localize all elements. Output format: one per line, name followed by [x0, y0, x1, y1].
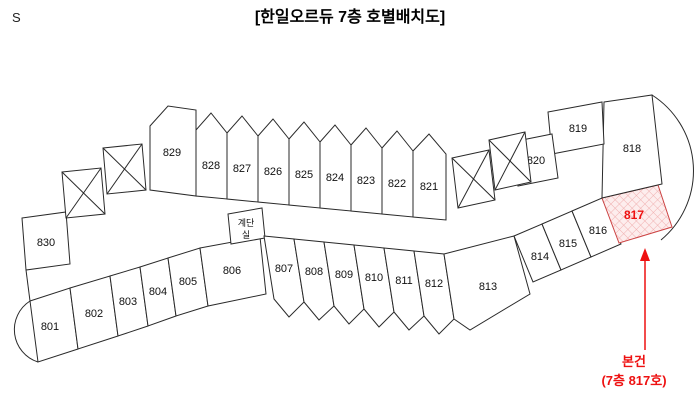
unit-804-label: 804 — [149, 286, 167, 298]
unit-825-label: 825 — [295, 169, 313, 181]
outer-wall-segment — [25, 269, 31, 302]
unit-815: 815 — [541, 210, 592, 271]
unit-822-label: 822 — [388, 178, 406, 190]
unit-822-shape — [381, 130, 414, 218]
unit-813: 813 — [443, 235, 531, 331]
compass-label: S — [12, 10, 21, 25]
stairwell-box: 계단 실 — [227, 207, 266, 245]
unit-802-label: 802 — [85, 308, 103, 320]
unit-828: 828 — [195, 112, 228, 200]
unit-827: 827 — [226, 115, 259, 203]
subject-annotation-title: 본건 — [622, 354, 646, 369]
unit-812-shape — [413, 250, 455, 335]
subject-annotation-subtitle: (7층 817호) — [601, 373, 666, 388]
unit-806: 806 — [199, 236, 267, 307]
unit-816-label: 816 — [589, 225, 607, 237]
unit-830: 830 — [21, 211, 71, 271]
unit-815-label: 815 — [559, 238, 577, 250]
stair-box-left-lower — [61, 167, 106, 219]
unit-802: 802 — [69, 275, 119, 350]
balcony-arc-left — [13, 300, 39, 363]
unit-805-label: 805 — [179, 276, 197, 288]
unit-801: 801 — [29, 287, 79, 363]
unit-829: 829 — [149, 105, 197, 197]
page-title: [한일오르듀 7층 호별배치도] — [255, 7, 445, 26]
unit-813-shape — [443, 235, 531, 331]
unit-805: 805 — [167, 247, 209, 317]
unit-810: 810 — [353, 244, 395, 328]
unit-814-label: 814 — [531, 251, 549, 263]
unit-808-label: 808 — [305, 266, 323, 278]
unit-803: 803 — [109, 266, 149, 337]
unit-826: 826 — [257, 118, 290, 206]
unit-824: 824 — [319, 124, 352, 212]
unit-809: 809 — [323, 241, 365, 325]
unit-801-label: 801 — [41, 321, 59, 333]
unit-818-label: 818 — [623, 143, 641, 155]
unit-807: 807 — [263, 235, 305, 318]
unit-825: 825 — [288, 121, 321, 209]
unit-807-label: 807 — [275, 263, 293, 275]
unit-825-shape — [288, 121, 321, 209]
unit-817-label: 817 — [624, 208, 644, 222]
unit-811-shape — [383, 247, 425, 331]
unit-812: 812 — [413, 250, 455, 335]
unit-819-label: 819 — [569, 123, 587, 135]
stair-box-right-upper — [488, 131, 532, 191]
unit-828-shape — [195, 112, 228, 200]
stair-cross-line — [65, 167, 102, 219]
unit-819: 819 — [547, 101, 605, 155]
unit-824-shape — [319, 124, 352, 212]
unit-820-label: 820 — [527, 155, 545, 167]
unit-808-shape — [293, 238, 335, 321]
unit-811: 811 — [383, 247, 425, 331]
stair-cross-line — [457, 149, 490, 209]
unit-827-label: 827 — [233, 163, 251, 175]
unit-826-shape — [257, 118, 290, 206]
unit-823-shape — [350, 127, 383, 215]
unit-821-shape — [412, 133, 447, 221]
unit-823: 823 — [350, 127, 383, 215]
unit-830-shape — [21, 211, 71, 271]
unit-821: 821 — [412, 133, 447, 221]
unit-821-label: 821 — [420, 181, 438, 193]
unit-810-shape — [353, 244, 395, 328]
stair-cross-line — [494, 131, 526, 191]
unit-822: 822 — [381, 130, 414, 218]
unit-816: 816 — [571, 197, 622, 258]
unit-807-shape — [263, 235, 305, 318]
unit-816-shape — [571, 197, 622, 258]
subject-annotation: 본건 (7층 817호) — [601, 248, 667, 388]
unit-829-label: 829 — [163, 147, 181, 159]
unit-824-label: 824 — [326, 172, 344, 184]
unit-830-label: 830 — [37, 237, 55, 249]
unit-818: 818 — [601, 94, 663, 199]
unit-818-shape — [601, 94, 663, 199]
unit-814: 814 — [513, 223, 562, 283]
stair-cross-line — [106, 143, 143, 195]
stairwell-label-line2: 실 — [242, 230, 250, 240]
unit-808: 808 — [293, 238, 335, 321]
unit-812-label: 812 — [425, 278, 443, 290]
unit-827-shape — [226, 115, 259, 203]
unit-828-label: 828 — [202, 160, 220, 172]
unit-806-label: 806 — [223, 265, 241, 277]
unit-810-label: 810 — [365, 272, 383, 284]
unit-809-shape — [323, 241, 365, 325]
balcony-arc-right — [651, 94, 694, 241]
subject-arrow-head — [640, 248, 650, 261]
unit-817-highlighted: 817 — [601, 184, 673, 244]
stairwell-label-line1: 계단 — [238, 217, 255, 228]
stair-box-left-upper — [102, 143, 147, 195]
unit-823-label: 823 — [357, 175, 375, 187]
unit-826-label: 826 — [264, 166, 282, 178]
unit-809-label: 809 — [335, 269, 353, 281]
stair-box-right-lower — [451, 149, 496, 209]
unit-813-label: 813 — [479, 281, 497, 293]
unit-829-shape — [149, 105, 197, 197]
unit-803-label: 803 — [119, 296, 137, 308]
unit-811-label: 811 — [395, 275, 413, 287]
